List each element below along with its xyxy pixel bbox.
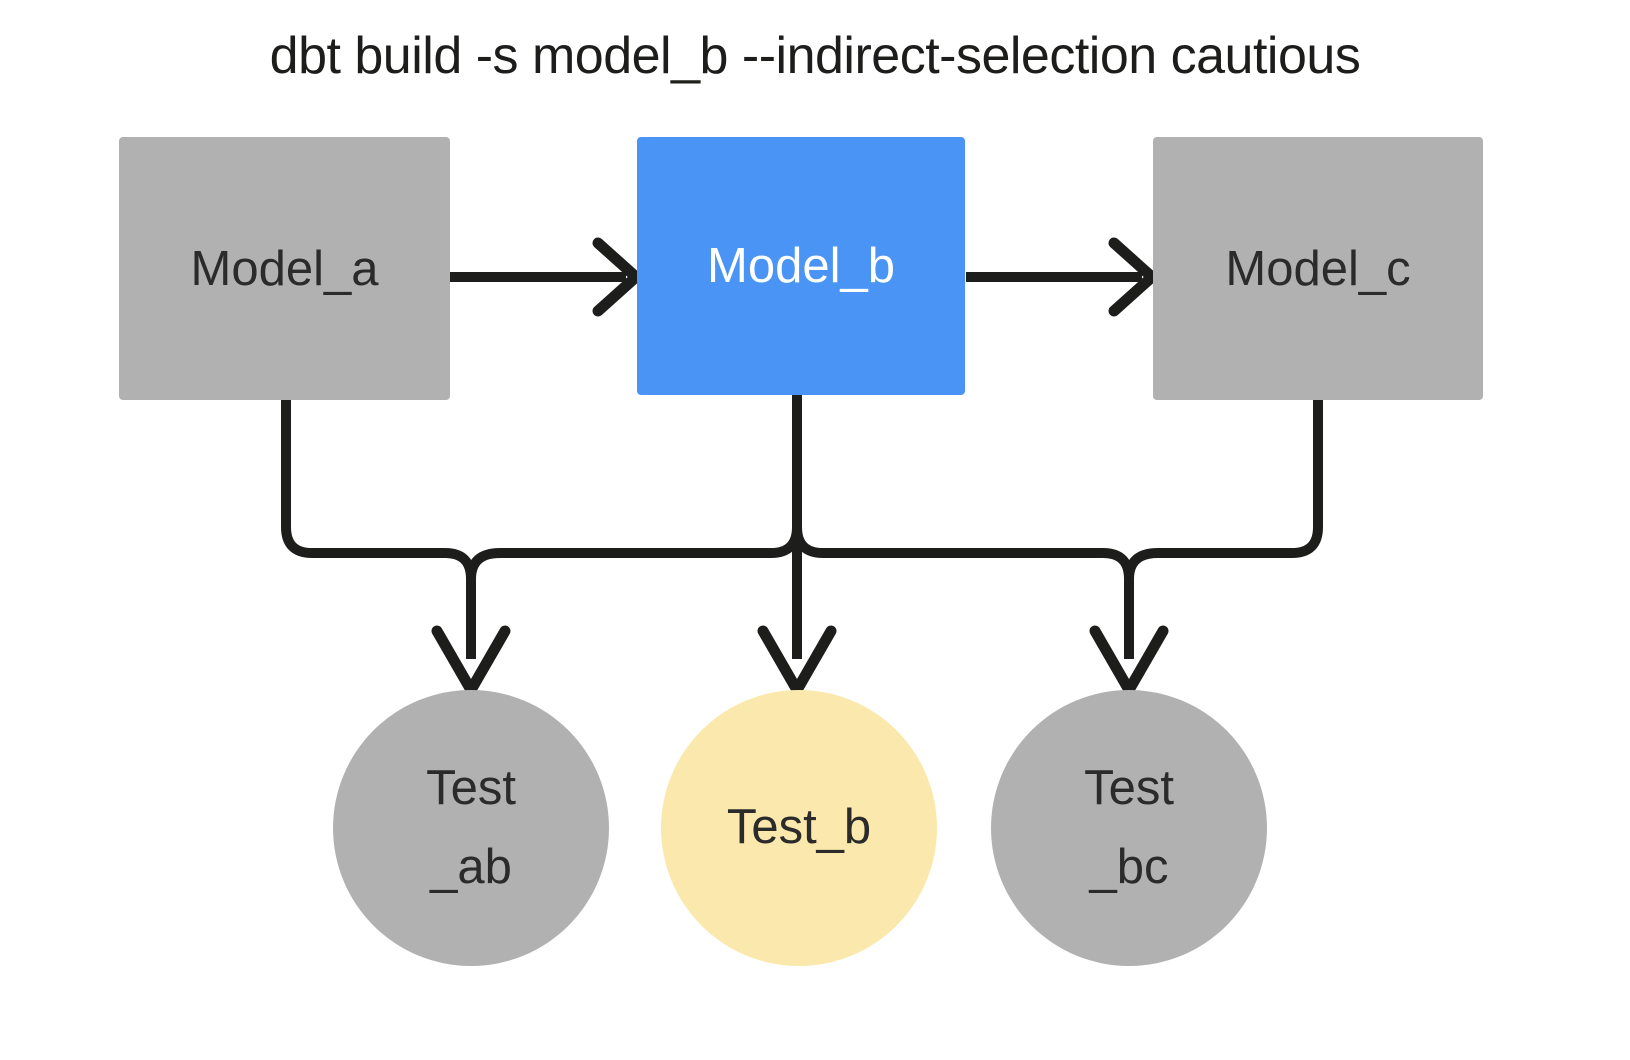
node-model-b-label: Model_b — [707, 239, 895, 293]
node-model-b[interactable]: Model_b — [637, 137, 965, 395]
edge-model-a-to-test-ab — [281, 400, 445, 558]
node-model-c-label: Model_c — [1225, 241, 1411, 296]
node-test-ab-label-line2: _ab — [430, 840, 512, 894]
node-test-bc-label-line2: _bc — [1089, 840, 1169, 894]
node-model-a-label: Model_a — [190, 241, 379, 296]
node-test-ab[interactable]: Test _ab — [333, 690, 609, 966]
edge-junction-to-test-ab — [431, 548, 511, 702]
edge-junction-to-test-bc — [1089, 548, 1169, 702]
node-model-a[interactable]: Model_a — [119, 137, 450, 400]
diagram-title: dbt build -s model_b --indirect-selectio… — [269, 27, 1361, 85]
edge-bus-right — [792, 526, 1103, 558]
node-test-bc-label-line1: Test — [1084, 760, 1174, 815]
edge-model-b-to-model-c — [966, 237, 1161, 317]
node-test-b[interactable]: Test_b — [661, 690, 937, 966]
node-test-bc[interactable]: Test _bc — [991, 690, 1267, 966]
edge-model-b-to-test-b — [757, 395, 837, 702]
edge-bus-left — [500, 526, 802, 558]
node-test-b-label-line1: Test_b — [726, 800, 872, 855]
edge-model-a-to-model-b — [450, 237, 645, 317]
node-model-c[interactable]: Model_c — [1153, 137, 1483, 400]
node-test-ab-label-line1: Test — [426, 760, 516, 815]
edge-model-c-to-test-bc — [1158, 400, 1323, 558]
